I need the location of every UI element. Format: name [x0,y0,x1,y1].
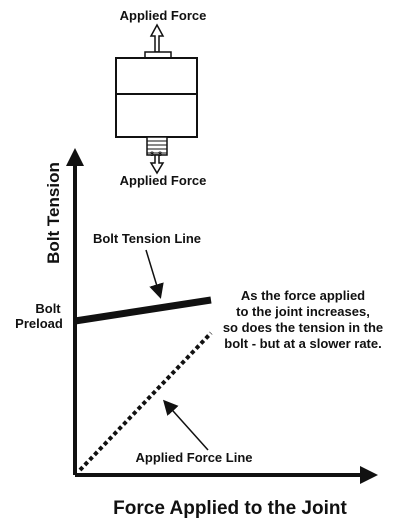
bolt-preload-label-1: Bolt [35,301,61,316]
joint-block [115,57,198,138]
y-axis [66,148,84,475]
bolt-tension-pointer [145,249,164,299]
bottom-force-arrow [149,154,165,175]
bolt-preload-label-2: Preload [15,316,63,331]
applied-force-line [78,331,213,472]
applied-force-line-label: Applied Force Line [135,450,252,465]
svg-text:S: S [158,152,162,158]
svg-text:S: S [150,152,154,158]
explanatory-note: As the force applied to the joint increa… [223,288,383,351]
applied-force-pointer [162,399,209,451]
applied-force-top-label: Applied Force [120,8,207,23]
note-line-1: As the force applied [241,288,365,303]
bolt-tension-line [74,296,212,325]
y-axis-label: Bolt Tension [44,162,63,264]
note-line-3: so does the tension in the [223,320,383,335]
x-axis [75,466,378,484]
applied-force-bottom-label: Applied Force [120,173,207,188]
x-axis-label: Force Applied to the Joint [113,498,347,519]
top-force-arrow [149,23,165,53]
note-line-2: to the joint increases, [236,304,370,319]
bolt-tension-line-label: Bolt Tension Line [93,231,201,246]
note-line-4: bolt - but at a slower rate. [224,336,381,351]
